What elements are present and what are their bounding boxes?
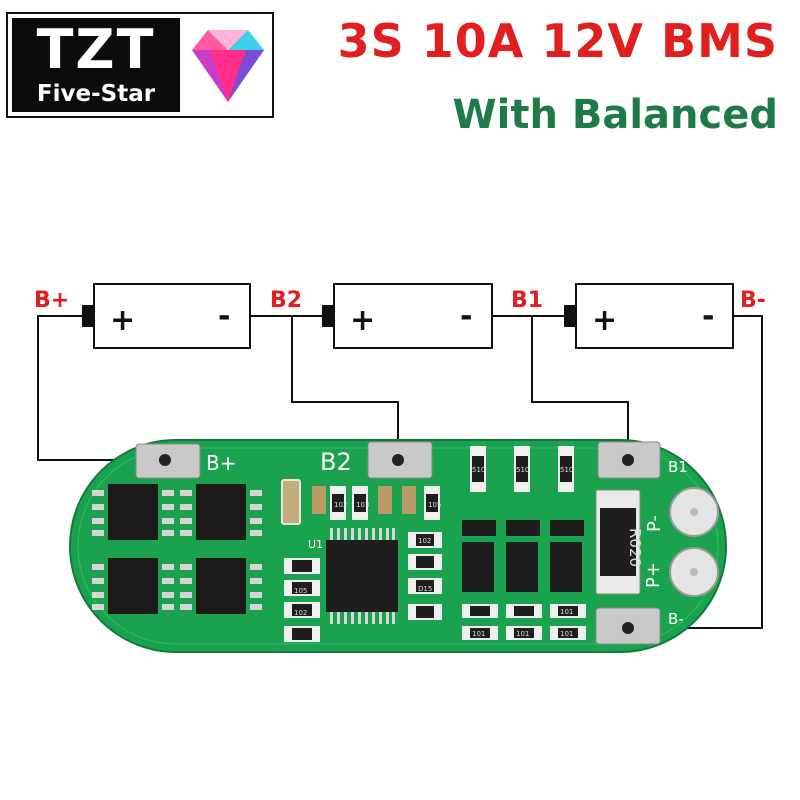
silk-pminus: P-: [644, 515, 665, 532]
wire-b1: [531, 316, 629, 460]
logo-tagline: Five-Star: [36, 81, 156, 107]
bms-pcb: B+ B2 B1 B- P- P+ R020: [69, 439, 727, 653]
silk-pplus: P+: [643, 562, 664, 588]
res-code-510-2: 510: [516, 466, 529, 474]
res-code-1: 102: [334, 501, 347, 509]
shunt-code: R020: [626, 528, 644, 567]
product-title: 3S 10A 12V BMS: [337, 14, 778, 68]
resistor-row-top: [330, 446, 574, 520]
res-code-510-3: 510: [560, 466, 573, 474]
cell-plus-sign: +: [592, 303, 617, 338]
res-code-510-1: 510: [472, 466, 485, 474]
wire-bplus: [37, 315, 165, 461]
mosfet-group: [108, 484, 246, 614]
transistor-2: [506, 542, 538, 592]
diamond-icon: [192, 30, 264, 102]
silk-bplus: B+: [206, 451, 236, 475]
wire-bminus: [628, 315, 763, 629]
silk-b2: B2: [320, 448, 352, 476]
cell-plus-sign: +: [110, 303, 135, 338]
res-code-101-2: 101: [516, 630, 529, 638]
cell-minus-sign: -: [460, 299, 472, 334]
transistor-3: [550, 542, 582, 592]
res-code-4: 105: [294, 587, 307, 595]
product-subtitle: With Balanced: [452, 92, 779, 138]
res-code-101-4: 101: [560, 608, 573, 616]
res-code-d15: D15: [418, 585, 432, 593]
cell-plus-sign: +: [350, 303, 375, 338]
capacitor: [281, 479, 301, 525]
cell-minus-sign: -: [218, 299, 230, 334]
cell-minus-sign: -: [702, 299, 714, 334]
wire-b2: [291, 316, 399, 460]
res-code-2: 103: [356, 501, 369, 509]
logo-brand-text: TZT: [36, 18, 156, 81]
ic-u1: [326, 540, 398, 612]
res-code-5: 102: [294, 609, 307, 617]
brand-logo: TZT Five-Star: [6, 12, 274, 118]
silk-bminus: B-: [668, 610, 684, 628]
res-code-14: 102: [418, 537, 431, 545]
label-b2: B2: [270, 288, 302, 313]
res-code-101-3: 101: [560, 630, 573, 638]
battery-cell-3: + -: [564, 283, 734, 349]
label-bminus: B-: [740, 288, 766, 313]
wires: [37, 315, 763, 629]
battery-cell-2: + -: [322, 283, 493, 349]
res-code-3: 105: [428, 501, 441, 509]
silk-b1: B1: [668, 458, 688, 476]
battery-cell-1: + -: [82, 283, 251, 349]
silk-u1: U1: [308, 538, 323, 551]
res-code-101-1: 101: [472, 630, 485, 638]
label-bplus: B+: [34, 288, 69, 313]
resistor-column-left: [284, 532, 442, 642]
logo-dark-panel: TZT Five-Star: [12, 18, 180, 112]
transistor-1: [462, 542, 494, 592]
resistor-row-bottom: [462, 604, 586, 640]
label-b1: B1: [511, 288, 543, 313]
